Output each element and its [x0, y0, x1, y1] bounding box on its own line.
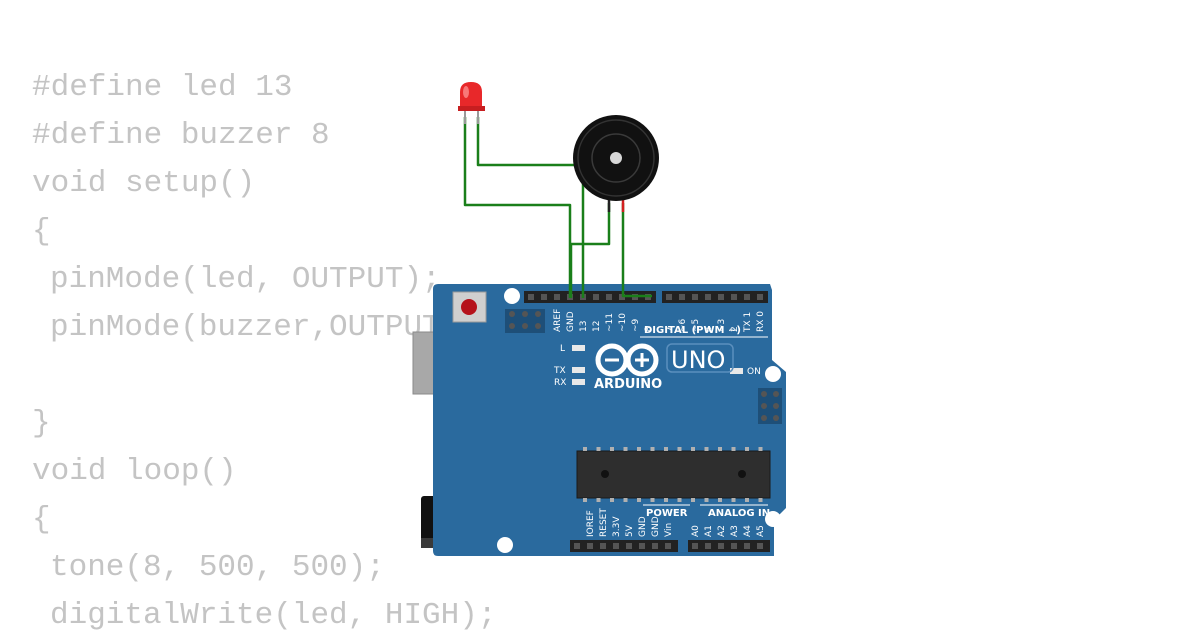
svg-text:L: L — [560, 344, 565, 354]
digital-pin-label: ~5 — [691, 319, 701, 332]
digital-pin-label: ~6 — [678, 318, 688, 332]
code-line: void setup() — [32, 166, 256, 201]
power-header[interactable] — [570, 540, 678, 552]
analog-in-label: ANALOG IN — [708, 508, 770, 519]
microcontroller-chip — [576, 447, 771, 502]
analog-header[interactable] — [688, 540, 770, 552]
icsp-header — [758, 388, 782, 424]
digital-pwm-label: DIGITAL (PWM ~) — [644, 325, 741, 336]
analog-pin-label: A3 — [730, 525, 740, 537]
digital-pin-label: 13 — [579, 321, 589, 332]
code-line: { — [32, 214, 51, 249]
analog-pin-label: A4 — [743, 525, 753, 537]
icsp-header — [505, 309, 545, 333]
wire-buzzer-gnd[interactable] — [569, 203, 611, 298]
power-pin-label: RESET — [599, 508, 609, 537]
digital-pin-label: ~11 — [605, 313, 615, 332]
power-pin-label: Vin — [664, 523, 674, 537]
led-indicator-on: ON — [730, 367, 761, 377]
uno-badge — [666, 343, 734, 373]
mounting-hole — [765, 366, 781, 382]
mounting-hole — [504, 288, 520, 304]
digital-pin-label: GND — [566, 311, 576, 332]
code-line: #define led 13 — [32, 70, 293, 105]
uno-model-text: UNO — [671, 346, 725, 374]
wire-led-cathode-gnd[interactable] — [463, 117, 572, 298]
reset-button[interactable] — [452, 291, 487, 323]
digital-pin-label: ~3 — [717, 319, 727, 332]
led-indicator-tx: TX — [553, 366, 585, 376]
mounting-hole — [497, 537, 513, 553]
digital-pin-label: ~10 — [618, 313, 628, 332]
svg-text:ON: ON — [747, 367, 761, 377]
wire-buzzer-pin8[interactable] — [621, 203, 652, 298]
analog-pin-label: A2 — [717, 525, 727, 537]
power-label: POWER — [646, 508, 688, 519]
power-pin-label: 3.3V — [612, 516, 622, 537]
power-pin-label: GND — [638, 516, 648, 537]
digital-pin-label: RX 0 — [756, 311, 766, 332]
digital-pin-label: 2 — [730, 326, 740, 332]
power-pin-label: GND — [651, 516, 661, 537]
code-line: pinMode(led, OUTPUT); — [50, 262, 441, 297]
digital-pin-label: TX 1 — [743, 312, 753, 333]
digital-pin-label: 7 — [665, 326, 675, 332]
buzzer[interactable] — [573, 115, 659, 212]
power-pin-label: 5V — [625, 524, 635, 537]
digital-pin-label: ~9 — [631, 318, 641, 332]
digital-pin-label: AREF — [553, 309, 563, 332]
digital-pin-label: 12 — [592, 321, 602, 332]
arduino-brand-text: ARDUINO — [594, 377, 662, 392]
analog-pin-label: A1 — [704, 525, 714, 537]
red-led[interactable] — [458, 82, 485, 124]
code-line: } — [32, 406, 51, 441]
svg-text:RX: RX — [554, 378, 566, 388]
svg-text:TX: TX — [553, 366, 566, 376]
digital-pin-label: 4 — [704, 326, 714, 332]
analog-pin-label: A5 — [756, 525, 766, 537]
code-editor[interactable]: #define led 13 #define buzzer 8 void setup… — [32, 64, 496, 640]
led-indicator-l: L — [560, 344, 585, 354]
code-line: tone(8, 500, 500); — [50, 550, 385, 585]
code-line: digitalWrite(led, HIGH); — [50, 598, 497, 633]
code-line: void loop() — [32, 454, 237, 489]
code-line: pinMode(buzzer,OUTPUT); — [50, 310, 478, 345]
power-pin-label: IOREF — [586, 510, 596, 537]
mounting-hole — [765, 511, 781, 527]
digital-pin-label: 8 — [644, 326, 654, 332]
led-indicator-rx: RX — [554, 378, 585, 388]
analog-pin-label: A0 — [691, 525, 701, 537]
code-line: { — [32, 502, 51, 537]
wire-led-anode-pin13[interactable] — [476, 117, 585, 298]
code-line: #define buzzer 8 — [32, 118, 330, 153]
arduino-logo — [595, 343, 659, 377]
